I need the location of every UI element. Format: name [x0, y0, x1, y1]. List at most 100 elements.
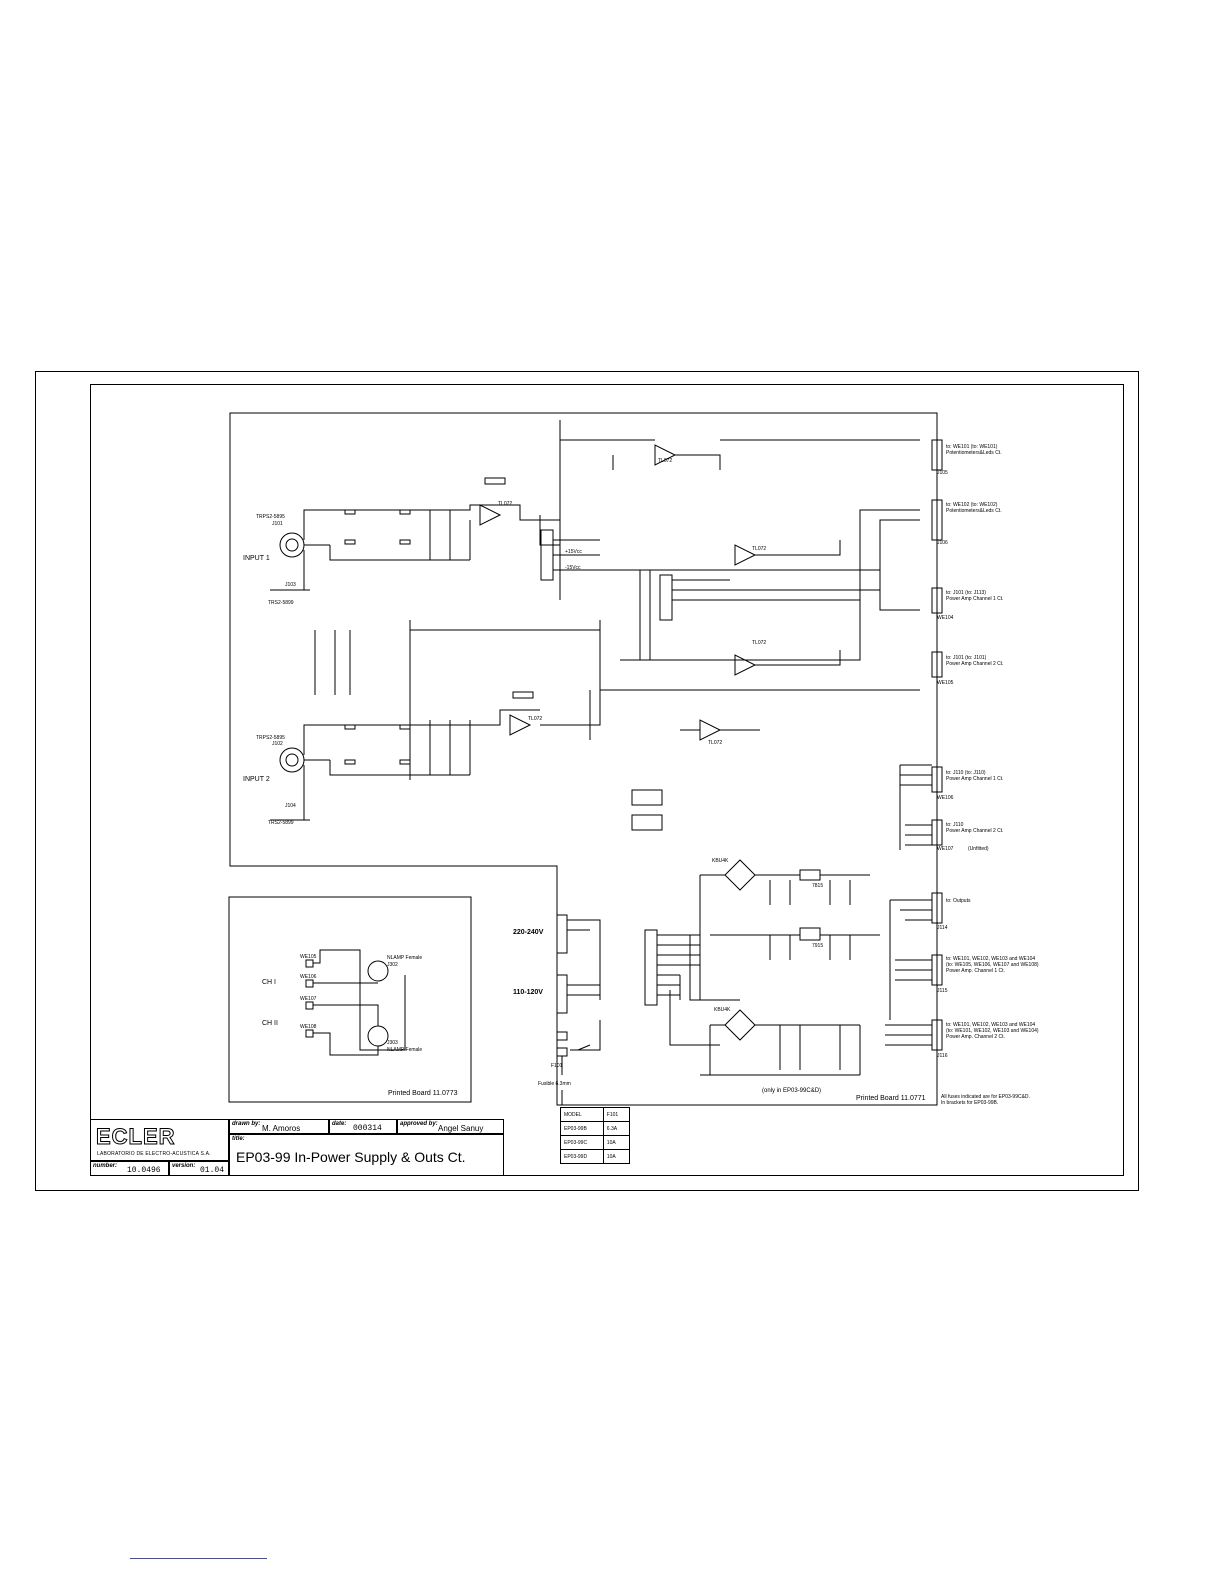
- table-cell: 10A: [602, 1149, 631, 1164]
- table-row: EP03-99B 6.3A: [560, 1121, 631, 1136]
- jack3-ref: J103: [285, 582, 296, 588]
- opamp-label: TL072: [658, 458, 673, 464]
- number-value: 10.0496: [127, 1166, 161, 1175]
- regulator-label: 7915: [812, 943, 824, 949]
- connector-sub: Potentiometers&Leds Ct.: [946, 508, 1002, 514]
- table-cell: 6.3A: [602, 1121, 631, 1136]
- connector-ref: J115: [937, 988, 948, 994]
- connector-ref: WE105: [937, 680, 954, 686]
- table-row: EP03-99D 10A: [560, 1149, 631, 1164]
- connector-ref: J116: [937, 1053, 948, 1059]
- table-header: F101: [602, 1107, 631, 1122]
- title-label: title:: [232, 1136, 245, 1142]
- drawing-title: EP03-99 In-Power Supply & Outs Ct.: [236, 1149, 466, 1165]
- inset-board-label: Printed Board 11.0773: [388, 1090, 458, 1097]
- connector-extra: (Unfitted): [968, 846, 989, 852]
- table-row: MODEL F101: [560, 1107, 631, 1122]
- connector-sub: Power Amp Channel 1 Ct.: [946, 596, 1004, 602]
- connector-title: to: J110 (to: J110): [946, 770, 986, 776]
- version-value: 01.04: [200, 1166, 225, 1175]
- inner-frame: [90, 384, 1124, 1176]
- rail-label: -15Vcc: [565, 565, 581, 571]
- date-cell: [329, 1119, 397, 1134]
- table-row: EP03-99C 10A: [560, 1135, 631, 1150]
- fuse-ref: F101: [551, 1063, 563, 1069]
- ch2-label: CH II: [262, 1020, 278, 1027]
- inset-we108: WE108: [300, 1024, 317, 1030]
- fuse-note: In brackets for EP03-99B.: [941, 1100, 999, 1106]
- connector-title: to: WE101 (to: WE101): [946, 444, 998, 450]
- connector-sub: Power Amp. Channel 1 Ct.: [946, 968, 1005, 974]
- input1-label: INPUT 1: [243, 555, 270, 562]
- regulator-label: 7815: [812, 883, 824, 889]
- input2-label: INPUT 2: [243, 776, 270, 783]
- inset-j302: J302: [387, 962, 398, 968]
- version-cell: [169, 1161, 229, 1176]
- table-cell: EP03-99C: [560, 1135, 604, 1150]
- drawn-by-value: M. Amoros: [262, 1124, 301, 1133]
- connector-ref: WE106: [937, 795, 954, 801]
- ch1-label: CH I: [262, 979, 276, 986]
- inset-lamp: NLAMP Female: [387, 955, 423, 961]
- inset-we105: WE105: [300, 954, 317, 960]
- logo-cell: [90, 1119, 229, 1161]
- bridge-label: KBU4K: [714, 1007, 731, 1013]
- connector-title: to: WE101, WE102, WE103 and WE104: [946, 956, 1036, 962]
- connector-title: to: WE102 (to: WE102): [946, 502, 998, 508]
- connector-title: to: J101 (to: J101): [946, 655, 987, 661]
- approved-cell: [397, 1119, 504, 1134]
- rail-label: +15Vcc: [565, 549, 582, 555]
- opamp-label: TL072: [528, 716, 543, 722]
- connector-sub: Potentiometers&Leds Ct.: [946, 450, 1002, 456]
- xlr1-ref: J101: [272, 521, 283, 527]
- opamp-label: TL072: [708, 740, 723, 746]
- approved-value: Angel Sanuy: [438, 1124, 484, 1133]
- connector-ref: J114: [937, 925, 948, 931]
- connector-title: to: Outputs: [946, 898, 971, 904]
- mains-110-label: 110-120V: [513, 989, 543, 996]
- only-note: (only in EP03-99C&D): [762, 1088, 822, 1094]
- connector-sub: Power Amp Channel 1 Ct.: [946, 776, 1004, 782]
- fuse-label: Fusible 6.3mm: [538, 1081, 571, 1087]
- jack4-part: TRS2-5899: [268, 820, 294, 826]
- company-logo: ECLER: [96, 1124, 176, 1150]
- number-label: number:: [93, 1163, 117, 1169]
- opamp-label: TL072: [752, 546, 767, 552]
- table-cell: 10A: [602, 1135, 631, 1150]
- opamp-label: TL072: [498, 501, 513, 507]
- connector-title: to: WE101, WE102, WE103 and WE104: [946, 1022, 1036, 1028]
- fuse-note: All fuses indicated are for EP03-99C&D.: [941, 1094, 1030, 1100]
- footer-link[interactable]: [130, 1558, 267, 1559]
- drawn-cell: [229, 1119, 329, 1134]
- connector-ref: WE104: [937, 615, 954, 621]
- connector-sub: Power Amp Channel 2 Ct.: [946, 828, 1004, 834]
- connector-ref: J105: [937, 470, 948, 476]
- bridge-label: KBU4K: [712, 858, 729, 864]
- company-subtitle: LABORATORIO DE ELECTRO-ACUSTICA S.A.: [97, 1151, 211, 1157]
- inset-we107: WE107: [300, 996, 317, 1002]
- connector-ref: J106: [937, 540, 948, 546]
- connector-sub: Power Amp Channel 2 Ct.: [946, 661, 1004, 667]
- outer-frame: [35, 371, 1139, 1191]
- connector-title: to: J101 (to: J113): [946, 590, 986, 596]
- inset-lamp: NLAMP Female: [387, 1047, 423, 1053]
- number-cell: [90, 1161, 169, 1176]
- table-cell: EP03-99D: [560, 1149, 604, 1164]
- inset-j303: J303: [387, 1040, 398, 1046]
- jack4-ref: J104: [285, 803, 296, 809]
- connector-ref: WE107: [937, 846, 954, 852]
- xlr1-part: TRPS2-5895: [256, 514, 285, 520]
- xlr2-ref: J102: [272, 741, 283, 747]
- opamp-label: TL072: [752, 640, 767, 646]
- connector-sub: Power Amp. Channel 2 Ct.: [946, 1034, 1005, 1040]
- board-main-label: Printed Board 11.0771: [856, 1095, 926, 1102]
- title-cell: [229, 1134, 504, 1176]
- connector-sub: (to: WE105, WE106, WE107 and WE108): [946, 962, 1039, 968]
- date-value: 000314: [353, 1124, 382, 1133]
- version-label: version:: [172, 1163, 196, 1169]
- connector-title: to: J110: [946, 822, 964, 828]
- xlr2-part: TRPS2-5895: [256, 735, 285, 741]
- drawn-by-label: drawn by:: [232, 1121, 261, 1127]
- inset-we106: WE106: [300, 974, 317, 980]
